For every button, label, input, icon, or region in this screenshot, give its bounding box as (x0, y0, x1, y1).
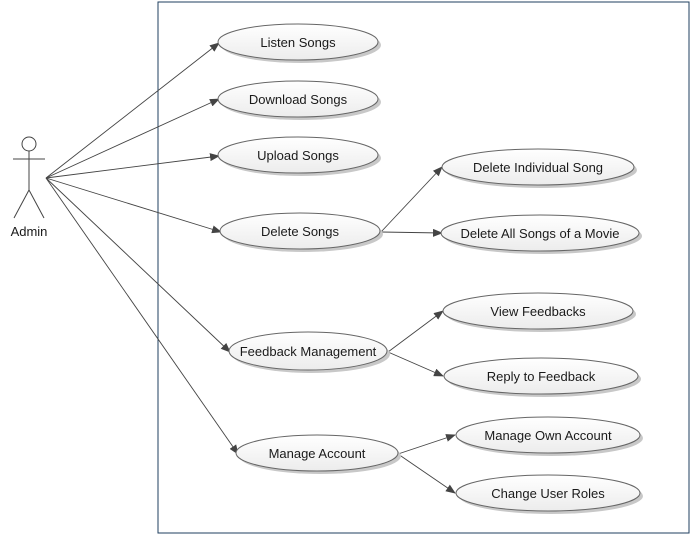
use-case-manage-own-account: Manage Own Account (455, 416, 643, 456)
link-admin-upload (45, 153, 220, 179)
link-admin-download (45, 98, 220, 179)
association-lines (45, 42, 456, 494)
use-case-feedback-management: Feedback Management (228, 331, 390, 373)
use-case-delete-individual-song: Delete Individual Song (441, 148, 637, 188)
use-case-change-user-roles: Change User Roles (455, 474, 643, 514)
use-case-label: Change User Roles (491, 486, 605, 501)
use-case-label: Manage Account (269, 446, 366, 461)
actor-head (21, 136, 37, 152)
use-case-label: Delete Songs (261, 224, 340, 239)
use-case-label: Reply to Feedback (487, 369, 596, 384)
link-account-own (397, 434, 456, 455)
use-case-download-songs: Download Songs (217, 80, 381, 120)
link-feedback-reply (387, 351, 444, 377)
system-boundary (157, 1, 690, 534)
use-case-label: Upload Songs (257, 148, 339, 163)
use-case-label: Download Songs (249, 92, 348, 107)
use-case-upload-songs: Upload Songs (217, 136, 381, 176)
link-admin-account (45, 177, 239, 455)
use-case-label: View Feedbacks (490, 304, 586, 319)
use-case-label: Delete Individual Song (473, 160, 603, 175)
link-delete-all (380, 228, 443, 237)
link-account-roles (397, 453, 456, 494)
link-delete-individual (380, 166, 443, 233)
use-case-manage-account: Manage Account (235, 434, 401, 474)
link-admin-listen (45, 42, 220, 179)
actor-label: Admin (11, 224, 48, 239)
use-case-reply-to-feedback: Reply to Feedback (443, 357, 641, 397)
use-case-delete-all-songs-of-a-movie: Delete All Songs of a Movie (440, 214, 642, 254)
actor-left-leg (13, 189, 30, 219)
use-case-view-feedbacks: View Feedbacks (442, 292, 636, 332)
use-case-label: Feedback Management (240, 344, 377, 359)
use-case-label: Listen Songs (260, 35, 336, 50)
link-admin-feedback (45, 177, 231, 353)
actor-right-leg (28, 189, 45, 219)
use-case-listen-songs: Listen Songs (217, 23, 381, 63)
link-feedback-view (387, 310, 444, 353)
use-case-label: Delete All Songs of a Movie (461, 226, 620, 241)
use-case-label: Manage Own Account (484, 428, 612, 443)
actor-admin: Admin (11, 136, 48, 239)
link-admin-delete (45, 177, 222, 234)
use-case-delete-songs: Delete Songs (219, 212, 383, 252)
